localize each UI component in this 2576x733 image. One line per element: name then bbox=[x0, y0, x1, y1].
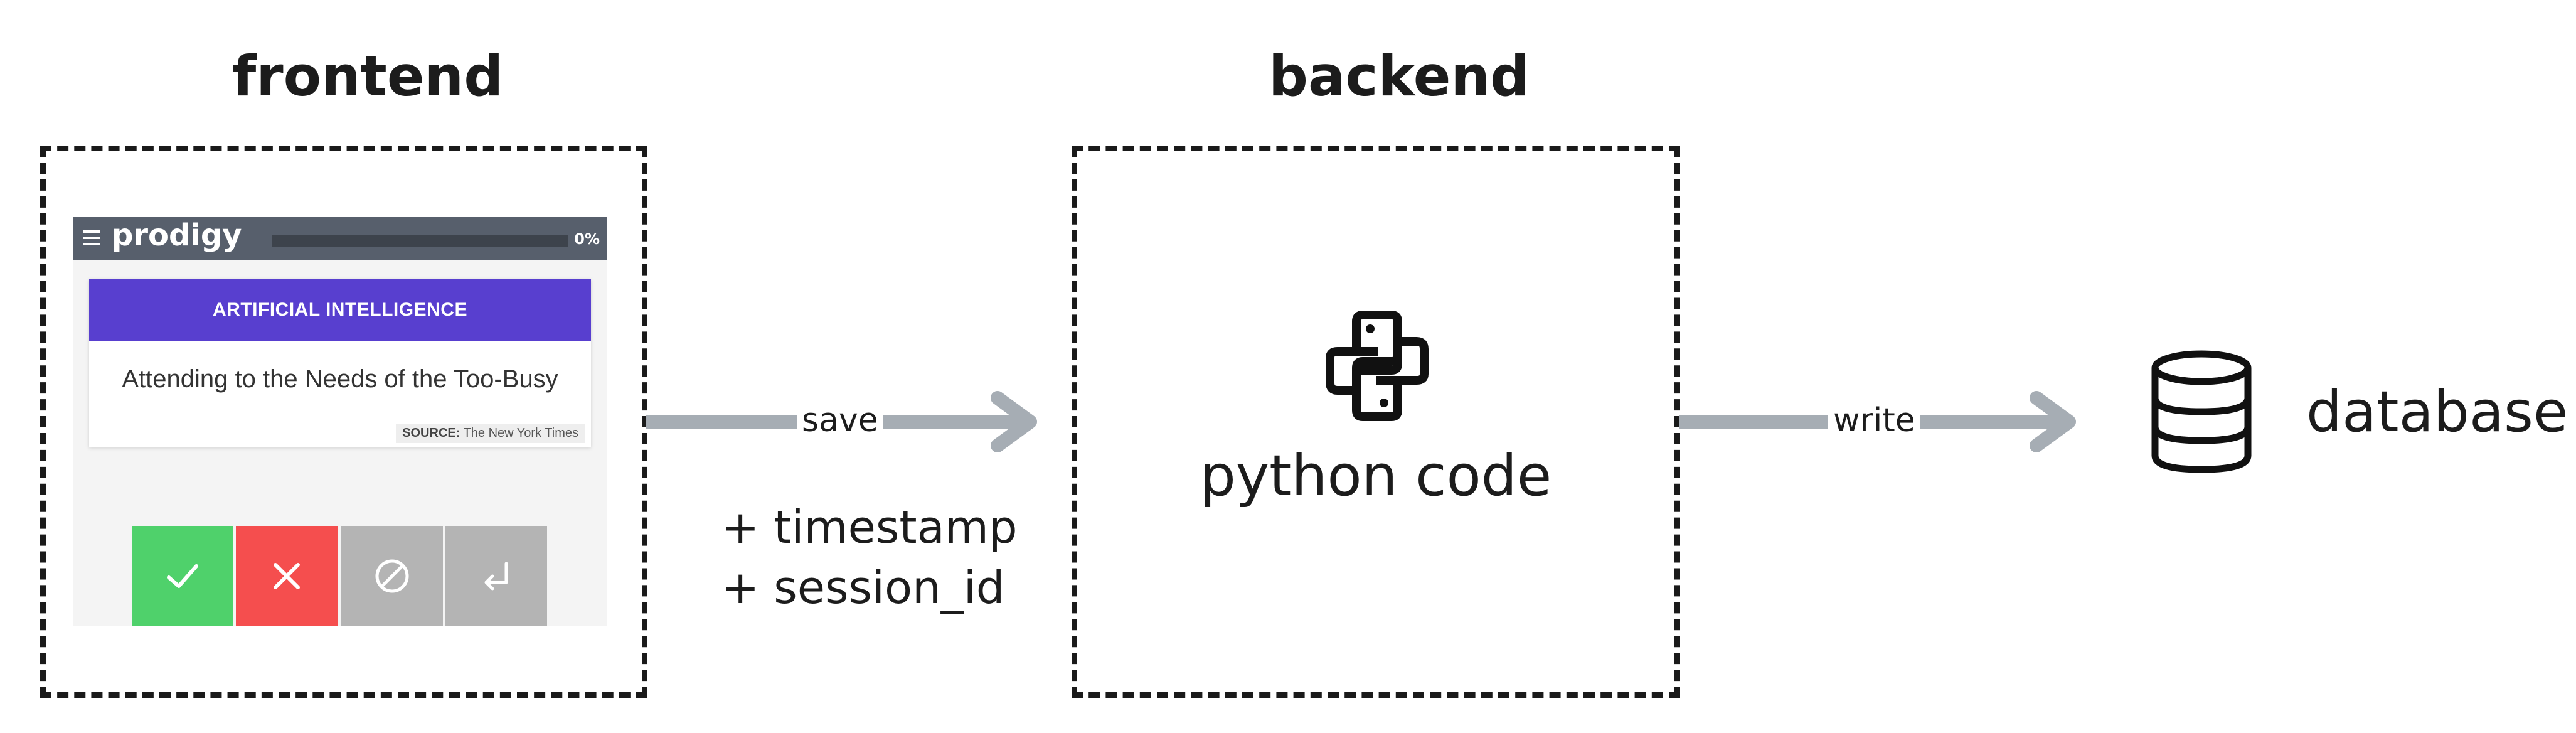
source-prefix: SOURCE: bbox=[402, 426, 460, 440]
task-text: Attending to the Needs of the Too-Busy bbox=[122, 365, 558, 393]
save-extra-timestamp: + timestamp bbox=[721, 501, 1018, 554]
backend-box bbox=[1072, 146, 1680, 698]
frontend-heading: frontend bbox=[232, 44, 504, 109]
return-icon bbox=[484, 562, 508, 591]
task-card: ARTIFICIAL INTELLIGENCE Attending to the… bbox=[89, 279, 591, 447]
database-label: database bbox=[2306, 379, 2568, 445]
accept-button[interactable] bbox=[132, 526, 233, 626]
menu-icon[interactable] bbox=[83, 230, 100, 245]
ignore-button[interactable] bbox=[341, 526, 443, 626]
check-icon bbox=[167, 564, 198, 588]
prodigy-body: ARTIFICIAL INTELLIGENCE Attending to the… bbox=[73, 260, 607, 626]
frontend-box bbox=[40, 146, 647, 698]
backend-label: python code bbox=[1200, 443, 1552, 509]
python-icon bbox=[1326, 311, 1429, 421]
save-extra-session-id: + session_id bbox=[721, 561, 1005, 614]
prodigy-header: prodigy 0% bbox=[73, 217, 607, 260]
write-label: write bbox=[1828, 402, 1920, 439]
close-icon bbox=[274, 563, 300, 589]
reject-button[interactable] bbox=[236, 526, 338, 626]
task-source: SOURCE: The New York Times bbox=[396, 424, 585, 443]
ignore-icon bbox=[375, 559, 409, 593]
backend-heading: backend bbox=[1269, 44, 1530, 109]
progress-bar bbox=[272, 235, 568, 247]
source-name: The New York Times bbox=[463, 426, 578, 440]
save-label: save bbox=[797, 402, 883, 439]
undo-button[interactable] bbox=[445, 526, 547, 626]
task-label: ARTIFICIAL INTELLIGENCE bbox=[89, 279, 591, 341]
database-icon bbox=[2151, 350, 2252, 473]
progress-label: 0% bbox=[574, 230, 600, 248]
prodigy-logo: prodigy bbox=[112, 218, 242, 253]
